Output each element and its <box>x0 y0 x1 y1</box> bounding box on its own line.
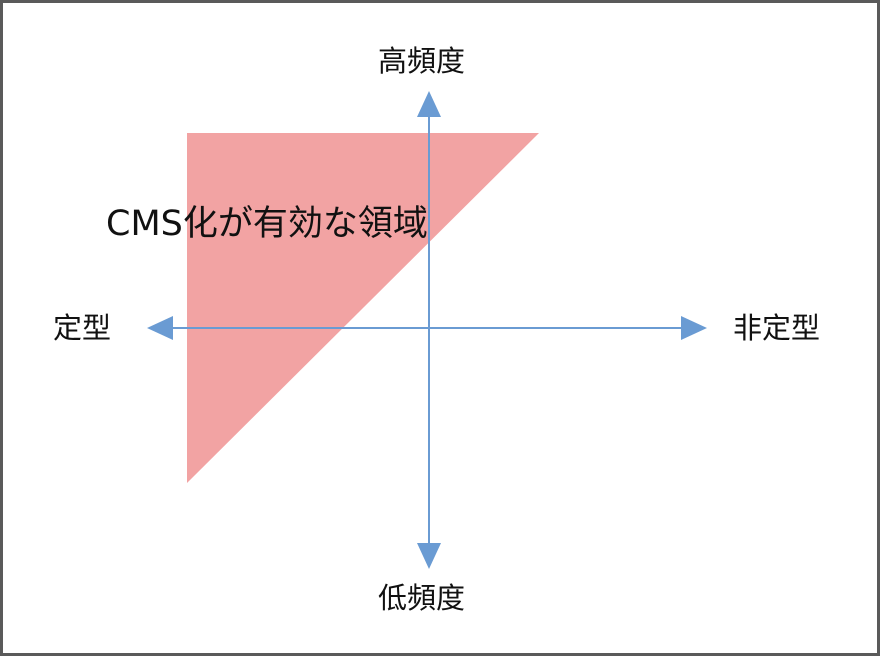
axis-label-routine: 定型 <box>53 311 112 345</box>
axis-label-low-frequency: 低頻度 <box>378 581 466 615</box>
cms-region-triangle <box>187 133 539 483</box>
axis-arrow-left-icon <box>147 316 173 340</box>
diagram-canvas <box>147 91 707 569</box>
axis-arrow-down-icon <box>417 543 441 569</box>
axis-label-non-routine: 非定型 <box>733 311 821 345</box>
axis-arrow-right-icon <box>681 316 707 340</box>
axis-label-high-frequency: 高頻度 <box>378 44 466 78</box>
axis-arrow-up-icon <box>417 91 441 117</box>
region-label: CMS化が有効な領域 <box>106 204 428 244</box>
